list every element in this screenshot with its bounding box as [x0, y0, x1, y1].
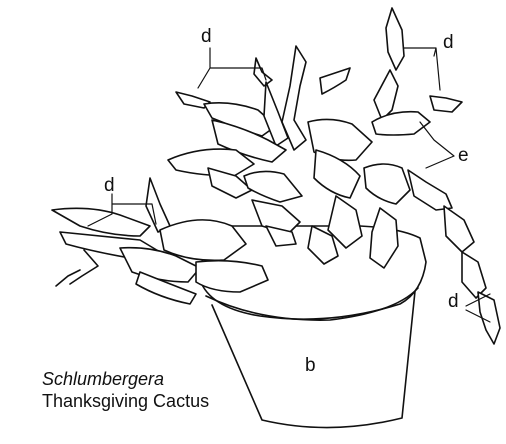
- label-e: e: [458, 146, 469, 165]
- leader-d-top-left: [198, 48, 266, 88]
- label-d-top-right: d: [443, 33, 454, 52]
- label-d-top-left: d: [201, 27, 212, 46]
- leader-d-top-right: [404, 48, 440, 90]
- leader-e: [420, 122, 454, 168]
- label-b: b: [305, 356, 316, 375]
- caption-common-name: Thanksgiving Cactus: [42, 391, 209, 412]
- label-d-bottom-right: d: [448, 292, 459, 311]
- caption-scientific-name: Schlumbergera: [42, 369, 164, 390]
- label-d-left: d: [104, 176, 115, 195]
